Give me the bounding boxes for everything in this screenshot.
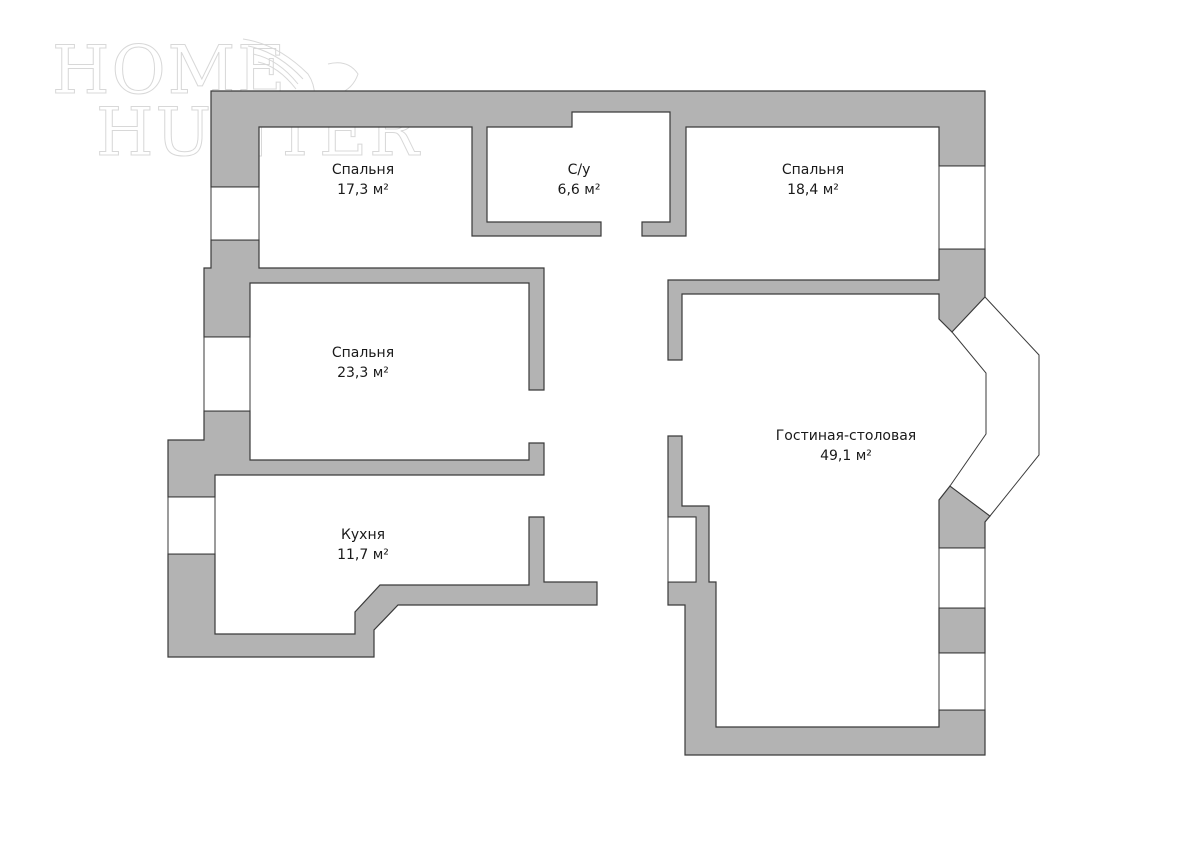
room-living-dining: Гостиная-столовая 49,1 м²	[776, 426, 916, 466]
wall-left-middle	[167, 410, 545, 498]
room-area: 6,6 м²	[557, 182, 601, 198]
room-name: Спальня	[781, 162, 845, 178]
room-bathroom: С/у 6,6 м²	[558, 160, 601, 200]
window-bedroom-3	[203, 336, 251, 412]
room-bedroom-2: Спальня 18,4 м²	[782, 160, 844, 200]
wall-right-lower-2	[938, 607, 986, 654]
room-area: 17,3 м²	[337, 182, 389, 198]
window-bedroom-2	[938, 165, 986, 250]
room-name: Спальня	[331, 345, 395, 361]
room-name: С/у	[567, 162, 591, 178]
wall-living	[667, 435, 986, 756]
wall-left-upper	[203, 239, 545, 391]
room-name: Спальня	[331, 162, 395, 178]
wall-right-upper	[667, 248, 986, 361]
window-living-1	[938, 547, 986, 609]
wall-top	[210, 90, 986, 237]
window-bedroom-1	[210, 186, 260, 241]
window-living-2	[938, 652, 986, 711]
wall-kitchen	[167, 516, 598, 658]
room-area: 49,1 м²	[820, 448, 872, 464]
room-name: Гостиная-столовая	[775, 428, 917, 444]
room-bedroom-1: Спальня 17,3 м²	[332, 160, 394, 200]
window-bay	[949, 296, 1040, 517]
room-name: Кухня	[340, 527, 386, 543]
window-niche	[667, 516, 697, 583]
window-kitchen	[167, 496, 216, 555]
room-kitchen: Кухня 11,7 м²	[337, 525, 389, 565]
room-area: 23,3 м²	[337, 365, 389, 381]
room-area: 11,7 м²	[337, 547, 389, 563]
room-bedroom-3: Спальня 23,3 м²	[332, 343, 394, 383]
room-area: 18,4 м²	[787, 182, 839, 198]
